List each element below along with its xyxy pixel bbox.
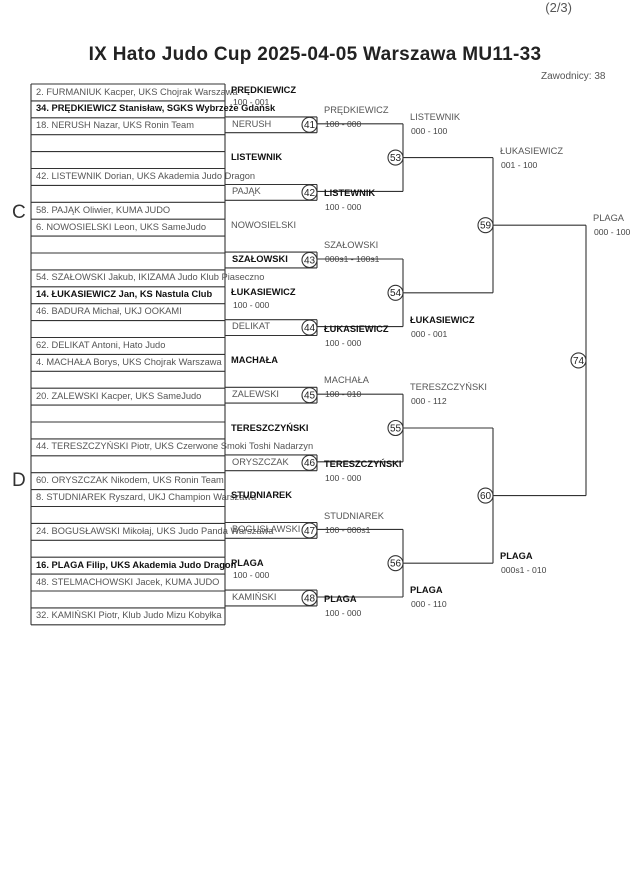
match-47-circle [301,522,318,539]
entry-slot: 48. STELMACHOWSKI Jacek, KUMA JUDO [36,576,220,587]
match-74-circle [570,352,587,369]
entry-slot: 62. DELIKAT Antoni, Hato Judo [36,340,166,350]
entry-slot: 46. BADURA Michał, UKJ OOKAMI [36,306,182,317]
match-winner: TERESZCZYŃSKI [324,458,402,469]
entry-slot: 60. ORYSZCZAK Nikodem, UKS Ronin Team [36,475,224,486]
entry-slot: 2. FURMANIUK Kacper, UKS Chojrak Warszaw… [36,86,238,97]
match-42-number: 42 [304,188,316,199]
match-winner: PRĘDKIEWICZ [324,104,389,115]
first-round-winner: ZALEWSKI [232,388,280,399]
match-47-number: 47 [304,526,316,537]
match-score: 100 - 000 [325,202,362,213]
entry-slot: 8. STUDNIAREK Ryszard, UKJ Champion Wars… [36,492,257,503]
match-60-number: 60 [480,491,492,502]
first-round-winner: SZAŁOWSKI [232,253,288,264]
entry-slot: 18. NERUSH Nazar, UKS Ronin Team [36,120,194,131]
match-score: 000 - 001 [411,328,448,339]
match-48-circle [301,589,318,607]
match-winner: PLAGA [500,551,533,562]
match-54-number: 54 [390,288,402,299]
first-round-winner: ORYSZCZAK [232,456,289,467]
entry-slot: 16. PLAGA Filip, UKS Akademia Judo Drago… [36,559,237,570]
match-score: 000s1 - 010 [501,565,547,576]
match-55-number: 55 [390,423,402,434]
pool-label-c: C [12,202,26,223]
match-46-circle [301,454,318,471]
match-winner: MACHAŁA [324,375,369,386]
first-round-winner: MACHAŁA [231,354,278,365]
page-number: (2/3) [545,0,572,15]
first-round-winner: PRĘDKIEWICZ [231,84,297,95]
entry-slot: 14. ŁUKASIEWICZ Jan, KS Nastula Club [36,289,213,300]
match-score: 000 - 112 [411,396,447,407]
first-round-winner: KAMIŃSKI [232,591,277,602]
first-round-winner: DELIKAT [232,321,271,332]
entry-slot: 58. PAJĄK Oliwier, KUMA JUDO [36,204,171,215]
match-score: 000s1 - 100s1 [325,254,380,265]
first-round-winner: PLAGA [231,557,264,568]
first-round-winner: NOWOSIELSKI [231,219,297,230]
match-56-number: 56 [390,559,402,570]
first-round-winner: ŁUKASIEWICZ [231,287,296,298]
match-score: 001 - 100 [501,159,538,170]
entry-slot: 34. PRĘDKIEWICZ Stanisław, SGKS Wybrzeże… [36,103,276,114]
match-winner: STUDNIAREK [324,510,384,521]
match-winner: TERESZCZYŃSKI [410,382,487,393]
match-46-number: 46 [304,458,316,469]
match-winner: LISTEWNIK [410,111,461,122]
first-round-score: 100 - 000 [233,299,270,310]
match-winner: LISTEWNIK [324,188,376,199]
match-winner: ŁUKASIEWICZ [324,323,389,334]
match-score: 100 - 000 [325,607,362,618]
match-74-number: 74 [573,356,585,367]
page-title: IX Hato Judo Cup 2025-04-05 Warszawa MU1… [88,44,542,65]
match-score: 100 - 000 [325,118,362,129]
entry-slot: 24. BOGUSŁAWSKI Mikołaj, UKS Judo Panda … [36,525,274,536]
match-48-number: 48 [304,593,316,604]
match-score: 100 - 000 [325,472,362,483]
entry-slot: 4. MACHAŁA Borys, UKS Chojrak Warszawa [36,356,222,367]
match-score: 000 - 110 [411,599,447,609]
entry-slot: 42. LISTEWNIK Dorian, UKS Akademia Judo … [36,171,256,181]
match-53-number: 53 [390,153,402,164]
first-round-winner: STUDNIAREK [231,490,292,501]
match-score: 100 - 000 [325,337,362,348]
match-43-circle [301,251,318,269]
pool-label-d: D [12,470,26,491]
first-round-score: 100 - 001 [233,97,270,107]
match-41-number: 41 [304,120,316,131]
match-winner: SZAŁOWSKI [324,240,379,251]
match-winner: PLAGA [324,593,357,604]
first-round-score: 100 - 000 [233,570,270,581]
entry-slot: 20. ZALEWSKI Kacper, UKS SameJudo [36,390,202,401]
participants-count: Zawodnicy: 38 [541,71,606,82]
first-round-winner: NERUSH [232,118,272,129]
match-44-number: 44 [304,323,316,334]
match-score: 000 - 100 [594,227,630,238]
match-winner: ŁUKASIEWICZ [500,145,564,156]
match-winner: ŁUKASIEWICZ [410,314,475,325]
match-43-number: 43 [304,255,316,266]
entry-slot: 6. NOWOSIELSKI Leon, UKS SameJudo [36,221,207,232]
first-round-winner: LISTEWNIK [231,152,283,163]
match-score: 000 - 100 [411,125,448,136]
match-winner: PLAGA [410,585,443,595]
entry-slot: 32. KAMIŃSKI Piotr, Klub Judo Mizu Kobył… [36,610,222,621]
match-score: 100 - 000s1 [325,524,371,535]
match-44-circle [301,319,318,336]
match-45-circle [301,387,318,404]
match-41-circle [301,116,318,133]
match-winner: PLAGA [593,213,625,224]
match-score: 100 - 010 [325,389,362,400]
first-round-winner: TERESZCZYŃSKI [231,422,309,433]
match-45-number: 45 [304,391,316,402]
entry-slot: 44. TERESZCZYŃSKI Piotr, UKS Czerwone Sm… [36,441,314,452]
first-round-winner: BOGUSŁAWSKI [232,524,301,535]
first-round-winner: PAJĄK [232,186,261,197]
match-42-circle [301,184,318,201]
entry-slot: 54. SZAŁOWSKI Jakub, IKIZAMA Judo Klub P… [36,272,265,283]
match-59-number: 59 [480,221,492,232]
